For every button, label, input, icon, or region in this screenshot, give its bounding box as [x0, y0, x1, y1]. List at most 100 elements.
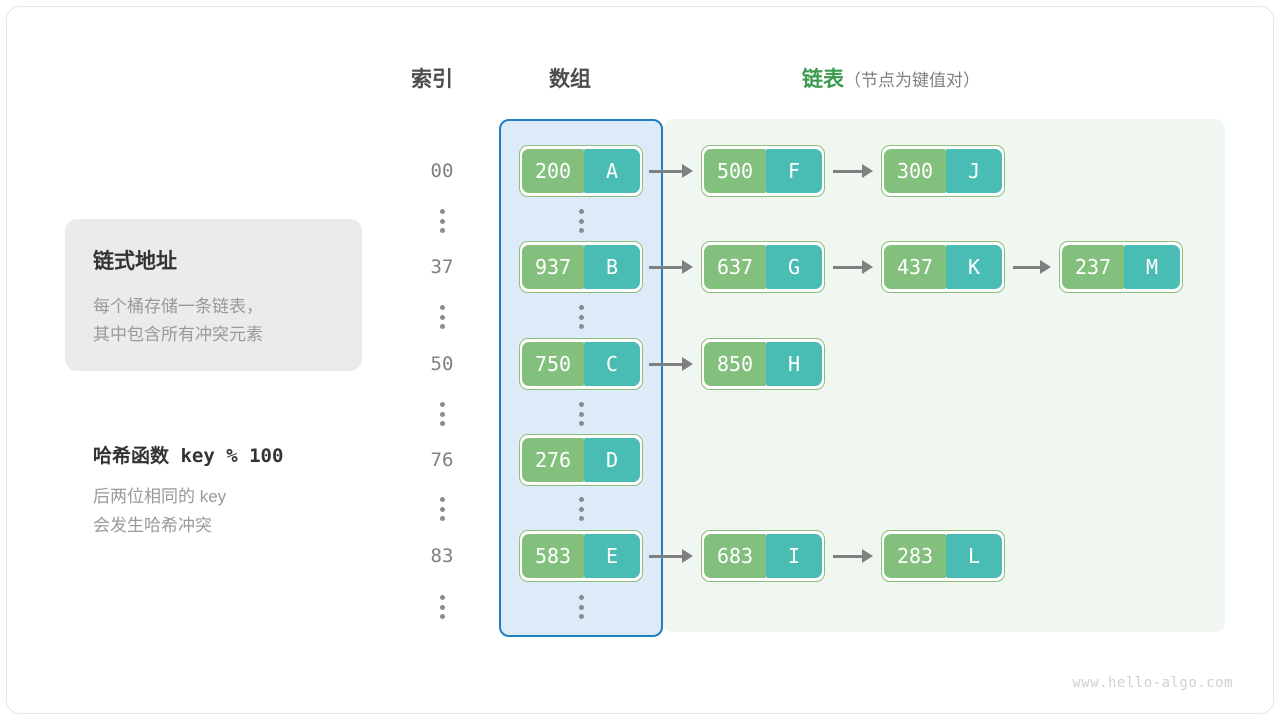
- node-value: G: [766, 245, 822, 289]
- array-ellipsis: [574, 209, 588, 233]
- node-value: F: [766, 149, 822, 193]
- array-ellipsis: [574, 402, 588, 426]
- node-key: 437: [884, 245, 946, 289]
- note-line-1: 后两位相同的 key: [93, 487, 227, 506]
- arrow-shaft: [649, 169, 682, 173]
- chain-arrow: [833, 549, 873, 563]
- column-header-array: 数组: [549, 68, 591, 91]
- ellipsis-dot: [439, 516, 445, 521]
- node-key: 683: [704, 534, 766, 578]
- ellipsis-dot: [439, 497, 445, 502]
- ellipsis-dot: [578, 614, 584, 619]
- index-label: 37: [430, 256, 454, 278]
- column-header-linked-list-main: 链表: [802, 68, 844, 91]
- column-header-linked-list-sub: （节点为键值对）: [844, 71, 980, 90]
- arrow-head: [682, 164, 693, 178]
- node-value: B: [584, 245, 640, 289]
- ellipsis-dot: [578, 516, 584, 521]
- node-value: J: [946, 149, 1002, 193]
- ellipsis-dot: [439, 402, 445, 407]
- ellipsis-dot: [439, 305, 445, 310]
- node-key: 937: [522, 245, 584, 289]
- arrow-head: [682, 549, 693, 563]
- array-ellipsis: [574, 497, 588, 521]
- node-value: K: [946, 245, 1002, 289]
- arrow-head: [862, 549, 873, 563]
- arrow-head: [1040, 260, 1051, 274]
- chain-arrow: [1013, 260, 1051, 274]
- callout-line-2: 其中包含所有冲突元素: [93, 325, 263, 344]
- node-key: 300: [884, 149, 946, 193]
- ellipsis-dot: [439, 614, 445, 619]
- index-label: 50: [430, 353, 454, 375]
- arrow-shaft: [1013, 265, 1040, 269]
- array-ellipsis: [574, 305, 588, 329]
- ellipsis-dot: [439, 421, 445, 426]
- ellipsis-dot: [578, 421, 584, 426]
- chain-arrow: [649, 164, 693, 178]
- index-ellipsis: [435, 595, 449, 619]
- ellipsis-dot: [578, 506, 584, 512]
- callout-line-1: 每个桶存储一条链表，: [93, 297, 263, 316]
- node-key: 850: [704, 342, 766, 386]
- note-body: 后两位相同的 key 会发生哈希冲突: [93, 482, 413, 540]
- ellipsis-dot: [578, 314, 584, 320]
- ellipsis-dot: [578, 324, 584, 329]
- ellipsis-dot: [578, 411, 584, 417]
- arrow-shaft: [649, 554, 682, 558]
- ellipsis-dot: [439, 314, 445, 320]
- node-key: 283: [884, 534, 946, 578]
- column-header-index: 索引: [411, 68, 453, 91]
- ellipsis-dot: [439, 411, 445, 417]
- index-ellipsis: [435, 209, 449, 233]
- node-key: 583: [522, 534, 584, 578]
- node-key: 200: [522, 149, 584, 193]
- ellipsis-dot: [578, 604, 584, 610]
- node-key: 500: [704, 149, 766, 193]
- chain-arrow: [649, 357, 693, 371]
- index-ellipsis: [435, 497, 449, 521]
- watermark: www.hello-algo.com: [1072, 675, 1233, 691]
- node-value: E: [584, 534, 640, 578]
- array-ellipsis: [574, 595, 588, 619]
- index-label: 83: [430, 545, 454, 567]
- chain-arrow: [649, 260, 693, 274]
- node-key: 276: [522, 438, 584, 482]
- node-value: H: [766, 342, 822, 386]
- arrow-head: [862, 260, 873, 274]
- index-ellipsis: [435, 305, 449, 329]
- node-value: D: [584, 438, 640, 482]
- callout-body: 每个桶存储一条链表， 其中包含所有冲突元素: [93, 293, 334, 349]
- node-key: 237: [1062, 245, 1124, 289]
- arrow-shaft: [833, 265, 862, 269]
- ellipsis-dot: [439, 506, 445, 512]
- ellipsis-dot: [439, 595, 445, 600]
- node-value: A: [584, 149, 640, 193]
- arrow-head: [682, 260, 693, 274]
- arrow-shaft: [649, 362, 682, 366]
- ellipsis-dot: [578, 228, 584, 233]
- node-value: I: [766, 534, 822, 578]
- index-ellipsis: [435, 402, 449, 426]
- node-value: C: [584, 342, 640, 386]
- callout-chaining: 链式地址 每个桶存储一条链表， 其中包含所有冲突元素: [65, 219, 362, 371]
- ellipsis-dot: [439, 218, 445, 224]
- column-header-linked-list: 链表（节点为键值对）: [802, 63, 980, 93]
- note-hash-function: 哈希函数 key % 100 后两位相同的 key 会发生哈希冲突: [93, 441, 413, 540]
- ellipsis-dot: [439, 209, 445, 214]
- ellipsis-dot: [439, 228, 445, 233]
- arrow-head: [682, 357, 693, 371]
